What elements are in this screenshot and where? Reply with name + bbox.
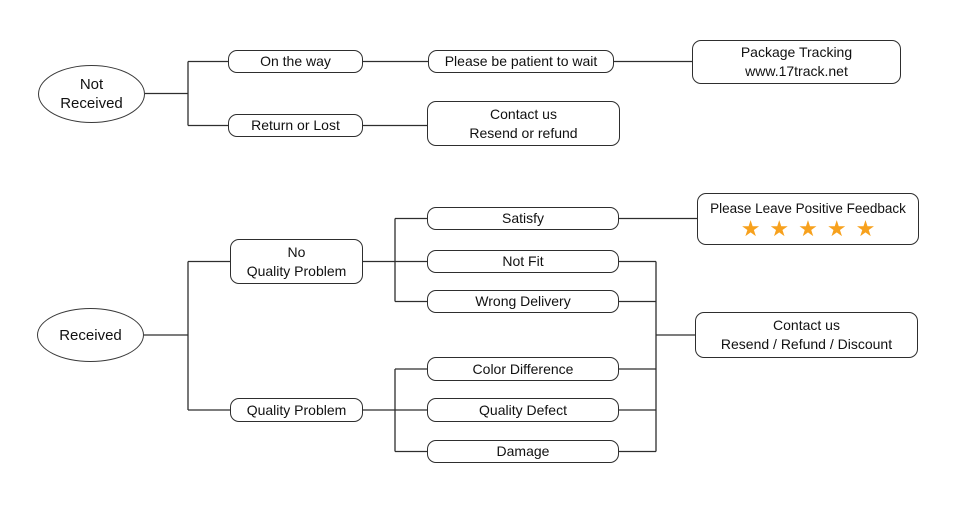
node-no-quality-problem: No Quality Problem xyxy=(230,239,363,284)
node-label: Satisfy xyxy=(501,210,544,226)
node-label: Please be patient to wait xyxy=(444,53,598,69)
node-label: Return or Lost xyxy=(251,117,340,133)
node-on-the-way: On the way xyxy=(228,50,363,73)
node-label: On the way xyxy=(260,53,331,69)
node-label: Received xyxy=(59,326,122,344)
node-label: Please Leave Positive Feedback xyxy=(710,200,906,216)
node-label: Received xyxy=(60,95,123,112)
node-label: Contact us xyxy=(490,105,557,122)
node-positive-feedback: Please Leave Positive Feedback ★★★★★ xyxy=(697,193,919,245)
node-wrong-delivery: Wrong Delivery xyxy=(427,290,619,313)
node-label: Resend / Refund / Discount xyxy=(720,336,893,352)
node-contact-resend-refund: Contact us Resend or refund xyxy=(427,101,620,146)
node-label: Wrong Delivery xyxy=(475,293,571,309)
node-not-received: Not Received xyxy=(38,65,145,123)
node-label: Quality Problem xyxy=(246,262,347,279)
node-label: Quality Defect xyxy=(479,401,567,418)
node-label: No xyxy=(287,243,306,260)
node-contact-resend-refund-discount: Contact us Resend / Refund / Discount xyxy=(695,312,918,358)
node-received: Received xyxy=(37,308,144,362)
node-satisfy: Satisfy xyxy=(427,207,619,230)
node-label: Color Difference xyxy=(472,360,574,377)
node-label: Not Fit xyxy=(502,253,544,269)
node-label: Resend or refund xyxy=(469,124,578,141)
node-not-fit: Not Fit xyxy=(427,250,619,273)
tracking-url: www.17track.net xyxy=(745,63,848,79)
node-quality-problem: Quality Problem xyxy=(230,398,363,422)
node-label: Damage xyxy=(496,443,550,459)
node-return-or-lost: Return or Lost xyxy=(228,114,363,137)
node-color-difference: Color Difference xyxy=(427,357,619,381)
node-damage: Damage xyxy=(427,440,619,463)
node-package-tracking: Package Tracking www.17track.net xyxy=(692,40,901,84)
node-label: Contact us xyxy=(773,317,840,333)
five-star-rating-icon: ★★★★★ xyxy=(740,215,885,241)
node-please-be-patient: Please be patient to wait xyxy=(428,50,614,73)
node-label: Not xyxy=(79,76,104,93)
node-label: Package Tracking xyxy=(740,44,853,60)
node-label: Quality Problem xyxy=(246,401,347,418)
node-quality-defect: Quality Defect xyxy=(427,398,619,422)
